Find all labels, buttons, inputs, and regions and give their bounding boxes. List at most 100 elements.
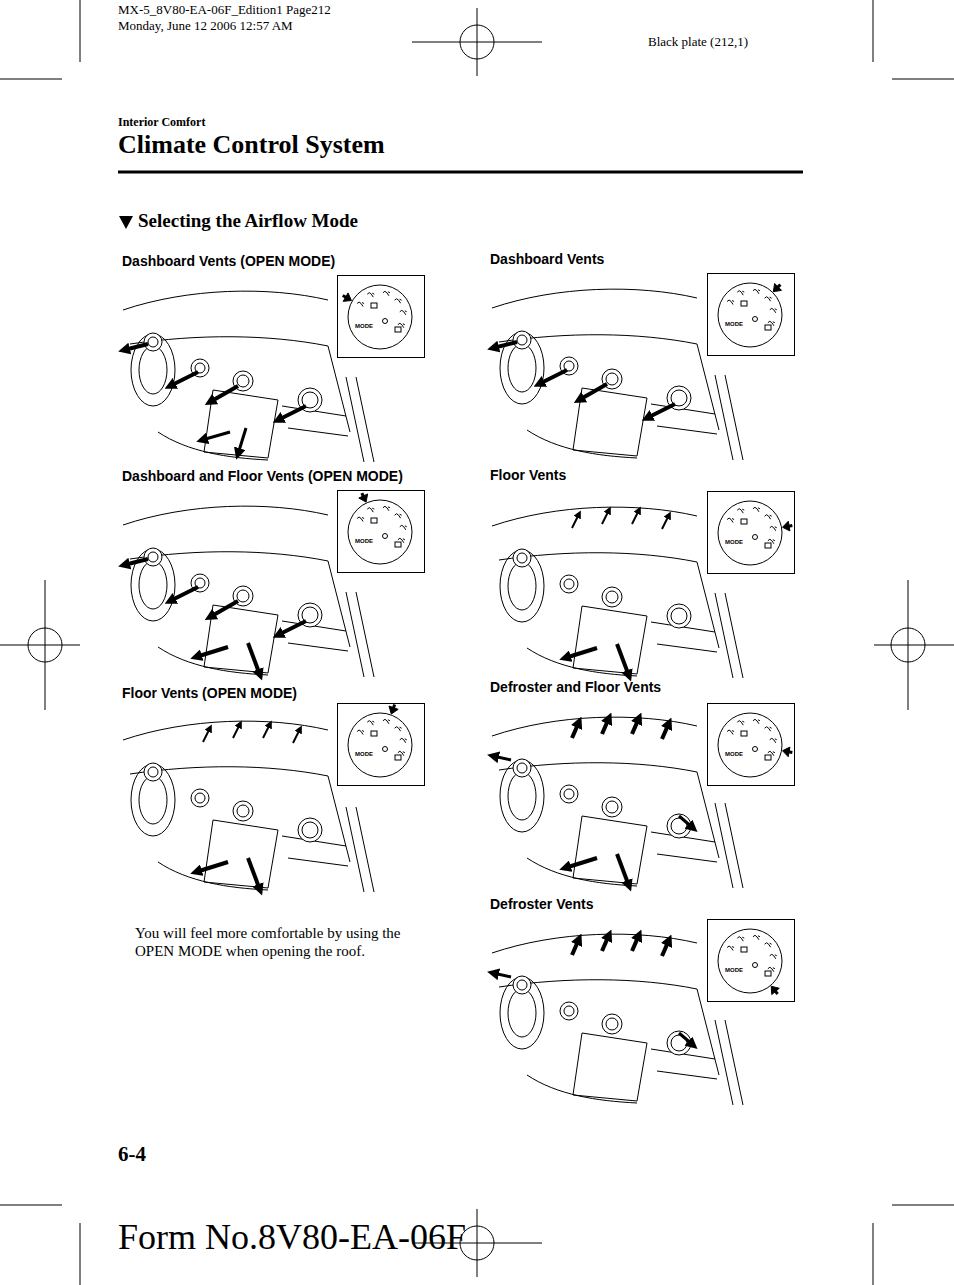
- airflow-arrow: [493, 342, 517, 348]
- defrost-icon: [371, 731, 377, 736]
- heading-rule: [118, 171, 803, 174]
- console: [527, 430, 637, 458]
- center-stack: [573, 606, 647, 674]
- air-vent: [517, 980, 527, 990]
- mode-icon: [395, 727, 402, 732]
- airflow-arrow: [572, 722, 579, 738]
- a-pillar: [715, 803, 743, 888]
- air-vent: [233, 801, 253, 821]
- air-vent: [191, 789, 209, 807]
- air-vent: [564, 789, 574, 799]
- air-vent: [602, 1014, 622, 1034]
- air-vent: [237, 590, 249, 602]
- dial-center: [383, 534, 388, 539]
- air-vent: [148, 337, 158, 347]
- airflow-arrow: [679, 1033, 693, 1045]
- mode-icon: [400, 738, 407, 743]
- airflow-arrow: [248, 858, 260, 890]
- air-vent: [513, 549, 531, 567]
- console: [527, 1075, 637, 1103]
- steering-wheel: [139, 776, 167, 824]
- defrost-icon: [765, 755, 771, 760]
- mode-dial: [718, 929, 782, 995]
- defrost-icon: [395, 327, 401, 332]
- mode-icon: [737, 721, 744, 726]
- a-pillar: [346, 807, 374, 892]
- mode-icon: [727, 730, 734, 735]
- air-vent: [517, 553, 527, 563]
- mode-label: MODE: [355, 538, 373, 544]
- airflow-arrow: [662, 515, 669, 529]
- dial-ring: [718, 283, 782, 347]
- dash-top: [123, 721, 328, 740]
- mode-dial: [343, 285, 412, 349]
- mode-icon: [753, 935, 760, 940]
- air-vent: [237, 805, 249, 817]
- airflow-arrow: [565, 648, 597, 658]
- airflow-arrow: [238, 428, 246, 454]
- registration-mark: [460, 25, 494, 59]
- dial-pointer: [359, 494, 368, 502]
- mode-icon: [383, 291, 390, 296]
- mode-icon: [765, 515, 772, 520]
- air-vent: [606, 373, 618, 385]
- airflow-arrow: [210, 386, 238, 402]
- dash-edge: [697, 772, 719, 858]
- crop-line: [873, 1223, 874, 1285]
- dash-edge: [328, 776, 350, 862]
- crop-line: [874, 645, 954, 646]
- steering-wheel: [131, 764, 175, 836]
- mode-label: MODE: [725, 751, 743, 757]
- mode-dial-box: MODE: [337, 275, 425, 358]
- mode-dial-box: MODE: [337, 490, 425, 573]
- panel-title: Dashboard Vents (OPEN MODE): [122, 253, 335, 270]
- airflow-arrow: [124, 559, 148, 565]
- center-stack: [573, 1033, 647, 1101]
- crop-line: [0, 1205, 62, 1206]
- airflow-arrow: [124, 344, 148, 350]
- a-pillar: [346, 377, 374, 462]
- steering-wheel: [500, 977, 544, 1049]
- dial-ring: [718, 501, 782, 565]
- mode-dial-box: MODE: [707, 703, 795, 786]
- defrost-icon: [371, 303, 377, 308]
- mode-dial: [348, 493, 412, 564]
- plate-note: Black plate (212,1): [648, 34, 748, 50]
- registration-mark: [891, 628, 925, 662]
- a-pillar: [715, 375, 743, 460]
- mode-icon: [367, 508, 374, 513]
- a-pillar: [715, 1020, 743, 1105]
- mode-icon: [770, 738, 777, 743]
- dash-edge: [328, 346, 350, 432]
- air-vent: [517, 335, 527, 345]
- defrost-icon: [765, 971, 771, 976]
- air-vent: [513, 331, 531, 349]
- airflow-arrow: [632, 718, 639, 734]
- defrost-icon: [395, 542, 401, 547]
- defrost-icon: [741, 301, 747, 306]
- mode-dial: [718, 501, 792, 565]
- dash-top: [492, 507, 697, 526]
- air-vent: [148, 552, 158, 562]
- file-header: MX-5_8V80-EA-06F_Edition1 Page212: [118, 2, 331, 18]
- crop-line: [80, 0, 81, 62]
- airflow-arrow: [170, 587, 198, 601]
- steering-wheel: [139, 561, 167, 609]
- dial-center: [753, 535, 758, 540]
- mode-icon: [400, 310, 407, 315]
- airflow-arrow: [602, 935, 609, 951]
- panel-title: Floor Vents: [490, 467, 566, 484]
- airflow-arrow: [617, 854, 629, 886]
- dial-ring: [718, 929, 782, 993]
- dial-pointer: [775, 991, 778, 994]
- airflow-arrow: [493, 756, 511, 760]
- console: [158, 432, 268, 460]
- air-vent: [144, 548, 162, 566]
- airflow-arrow: [233, 724, 240, 738]
- crop-line: [908, 580, 909, 710]
- air-vent: [564, 579, 574, 589]
- airflow-arrow: [278, 621, 306, 635]
- air-vent: [148, 767, 158, 777]
